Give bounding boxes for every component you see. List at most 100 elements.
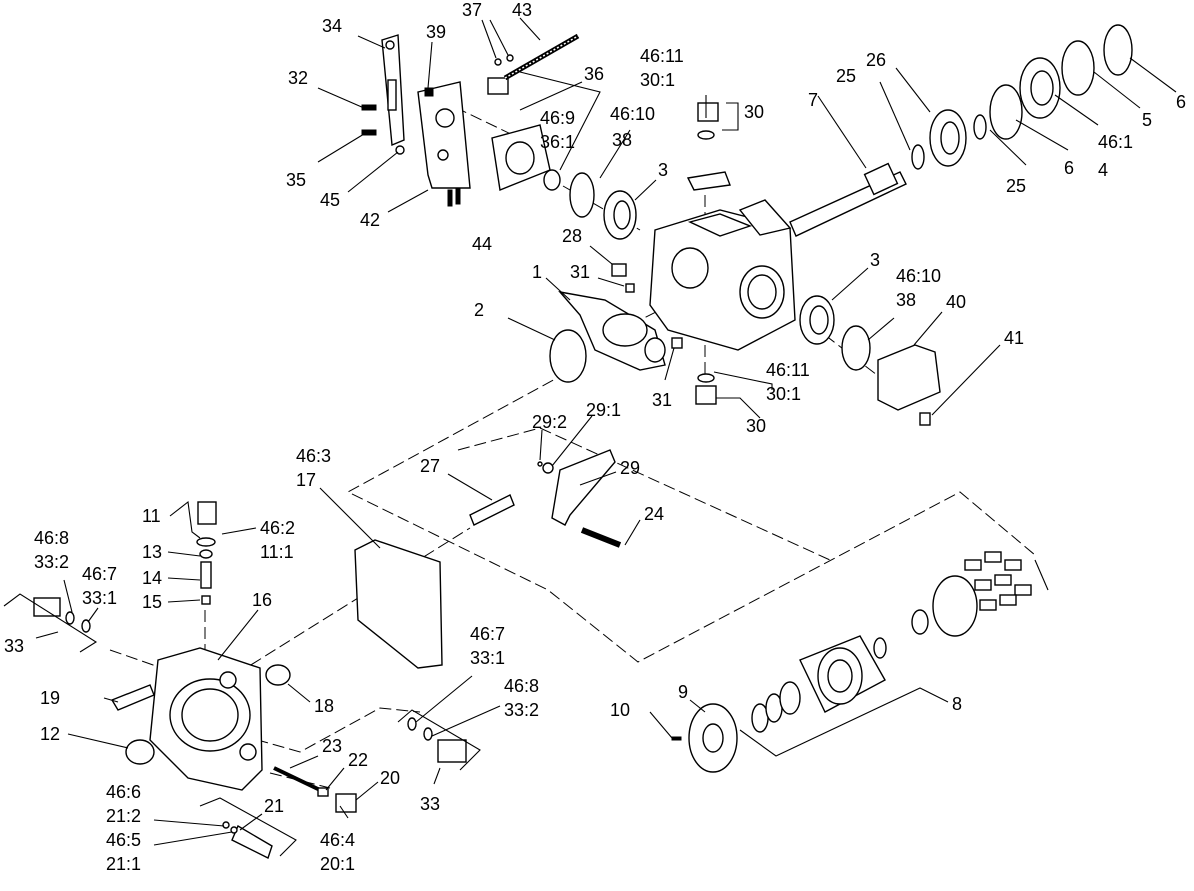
callout-labels: 34 39 37 43 32 35 45 42 44 36 46:9 36:1 … <box>4 0 1186 874</box>
end-housing-16 <box>149 647 263 791</box>
rotating-group-8 <box>751 551 1032 733</box>
label-43: 43 <box>512 0 532 20</box>
label-9: 9 <box>678 682 688 702</box>
label-15: 15 <box>142 592 162 612</box>
label-22: 22 <box>348 750 368 770</box>
label-13: 13 <box>142 542 162 562</box>
label-14: 14 <box>142 568 162 588</box>
label-3-right: 3 <box>870 250 880 270</box>
label-23: 23 <box>322 736 342 756</box>
label-42: 42 <box>360 210 380 230</box>
label-29-2: 29:2 <box>532 412 567 432</box>
label-11-1: 11:1 <box>260 542 294 562</box>
label-46-6: 46:6 <box>106 782 141 802</box>
label-7: 7 <box>808 90 818 110</box>
label-29: 29 <box>620 458 640 478</box>
right-side-parts <box>799 295 941 426</box>
bearing-3-upper <box>603 190 637 240</box>
label-30-1-upper: 30:1 <box>640 70 675 90</box>
label-12: 12 <box>40 724 60 744</box>
label-26: 26 <box>866 50 886 70</box>
label-2: 2 <box>474 300 484 320</box>
label-21: 21 <box>264 796 284 816</box>
label-24: 24 <box>644 504 664 524</box>
label-11: 11 <box>142 506 161 526</box>
control-arm-29 <box>537 449 622 548</box>
cover-plate-36 <box>491 124 551 191</box>
label-30-lower: 30 <box>746 416 766 436</box>
label-36-1: 36:1 <box>540 132 575 152</box>
label-33-1-left: 33:1 <box>82 588 117 608</box>
label-46-7-left: 46:7 <box>82 564 117 584</box>
label-46-10-right: 46:10 <box>896 266 941 286</box>
bracket-42 <box>417 81 471 207</box>
label-44: 44 <box>472 234 492 254</box>
label-6-mid: 6 <box>1064 158 1074 178</box>
pump-housing-main <box>649 199 796 351</box>
label-27: 27 <box>420 456 440 476</box>
plate-9-pin-10 <box>671 703 738 773</box>
label-33-2-left: 33:2 <box>34 552 69 572</box>
label-41: 41 <box>1004 328 1024 348</box>
label-32: 32 <box>288 68 308 88</box>
relief-valve-stack <box>196 501 217 605</box>
label-46-2: 46:2 <box>260 518 295 538</box>
fitting-30-upper <box>686 102 731 191</box>
check-valve-33-left <box>33 597 91 633</box>
control-lever-34 <box>381 34 405 147</box>
label-16: 16 <box>252 590 272 610</box>
seal-36-1 <box>543 169 561 191</box>
spring-assembly-43 <box>487 33 580 95</box>
rear-bearing-stack <box>911 24 1133 170</box>
label-30-1-lower: 30:1 <box>766 384 801 404</box>
label-28: 28 <box>562 226 582 246</box>
label-46-7-right: 46:7 <box>470 624 505 644</box>
label-46-11-upper: 46:11 <box>640 46 684 66</box>
label-38-upper: 38 <box>612 130 632 150</box>
gasket-17 <box>354 539 443 669</box>
thrust-plate-2 <box>549 329 587 383</box>
label-21-2: 21:2 <box>106 806 141 826</box>
label-4: 4 <box>1098 160 1108 180</box>
label-21-1: 21:1 <box>106 854 141 874</box>
label-25-left: 25 <box>836 66 856 86</box>
label-46-11-lower: 46:11 <box>766 360 810 380</box>
drive-shaft-7 <box>789 162 907 237</box>
label-33-right: 33 <box>420 794 440 814</box>
label-33-1-right: 33:1 <box>470 648 505 668</box>
label-39: 39 <box>426 22 446 42</box>
label-46-5: 46:5 <box>106 830 141 850</box>
label-1: 1 <box>532 262 542 282</box>
swashplate-1 <box>558 290 666 371</box>
label-29-1: 29:1 <box>586 400 621 420</box>
label-18: 18 <box>314 696 334 716</box>
screws-32-35-45 <box>361 104 405 155</box>
label-46-1: 46:1 <box>1098 132 1133 152</box>
label-38-right: 38 <box>896 290 916 310</box>
spring-27 <box>469 494 515 526</box>
label-34: 34 <box>322 16 342 36</box>
label-31-right: 31 <box>652 390 672 410</box>
label-45: 45 <box>320 190 340 210</box>
label-46-10-upper: 46:10 <box>610 104 655 124</box>
label-37: 37 <box>462 0 482 20</box>
leader-lines <box>3 17 1177 857</box>
label-30-upper: 30 <box>744 102 764 122</box>
label-33-2-right: 33:2 <box>504 700 539 720</box>
label-33-left: 33 <box>4 636 24 656</box>
label-31-left: 31 <box>570 262 590 282</box>
bolt-19-bushing-12-18 <box>110 664 291 765</box>
check-valve-33-right <box>407 717 467 763</box>
label-20: 20 <box>380 768 400 788</box>
label-25-right: 25 <box>1006 176 1026 196</box>
label-35: 35 <box>286 170 306 190</box>
label-8: 8 <box>952 694 962 714</box>
label-5: 5 <box>1142 110 1152 130</box>
label-46-9: 46:9 <box>540 108 575 128</box>
label-19: 19 <box>40 688 60 708</box>
label-46-8-left: 46:8 <box>34 528 69 548</box>
label-36: 36 <box>584 64 604 84</box>
label-40: 40 <box>946 292 966 312</box>
label-3-upper: 3 <box>658 160 668 180</box>
